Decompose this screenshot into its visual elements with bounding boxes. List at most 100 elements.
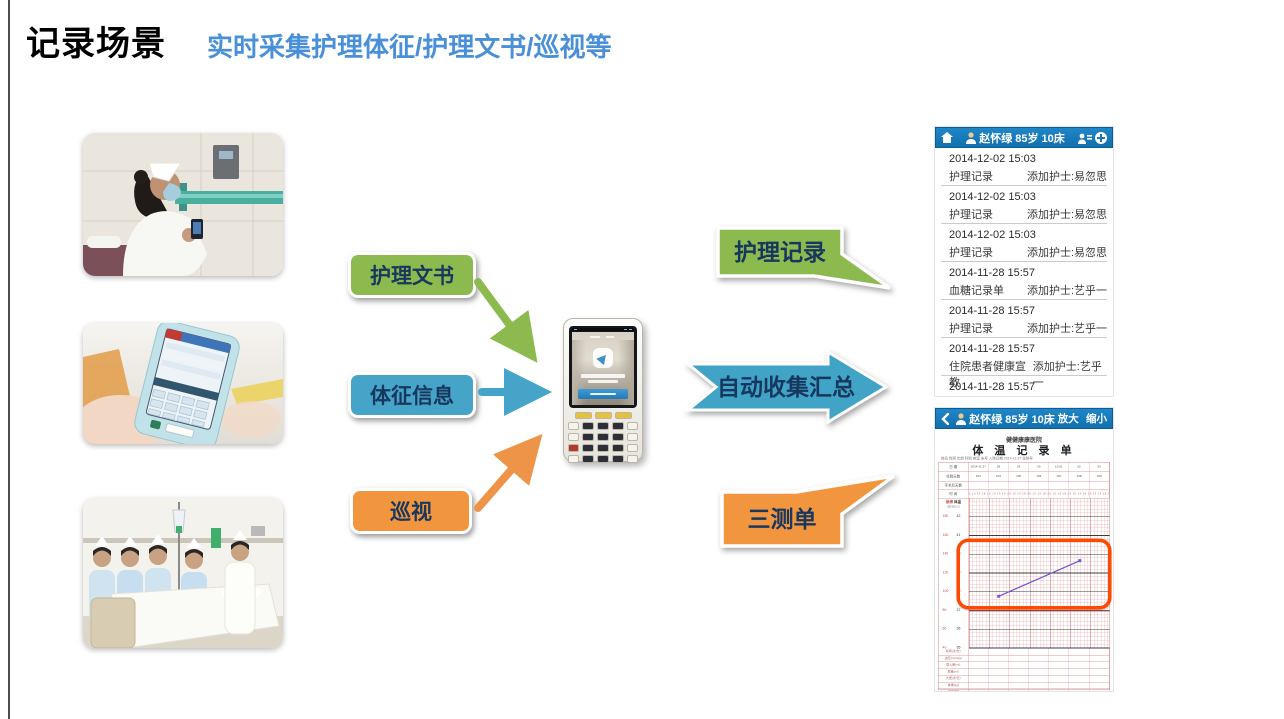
- tchart-cell: [969, 655, 989, 662]
- pda-key[interactable]: [614, 412, 632, 419]
- tchart-row: 手术后天数: [938, 481, 1110, 490]
- pda-key[interactable]: [612, 421, 625, 430]
- pda-key[interactable]: [568, 421, 579, 430]
- axis-titles: 脉搏 体温: [946, 500, 961, 505]
- pda-key[interactable]: [568, 454, 579, 463]
- tchart-row-label: 大便(次/日): [939, 675, 969, 682]
- normal-temp-line: [969, 610, 1110, 612]
- label-vital-signs: 体征信息: [348, 372, 476, 418]
- pda-key[interactable]: [581, 443, 594, 452]
- collect-arrow: 自动收集汇总: [683, 349, 889, 425]
- record-nurse: 添加护士:艺乎一: [1027, 323, 1108, 335]
- tchart-cell: [989, 675, 1009, 682]
- tchart-row: 尿量(ml): [938, 668, 1110, 676]
- pda-key[interactable]: [612, 454, 625, 463]
- pda-key[interactable]: [627, 421, 638, 430]
- tchart-cell: [1049, 668, 1070, 675]
- record-type: 护理记录: [949, 247, 993, 259]
- page-subtitle: 实时采集护理体征/护理文书/巡视等: [207, 32, 612, 62]
- tchart-row-label: 摄入量(ml): [939, 662, 969, 669]
- pda-key[interactable]: [574, 412, 592, 419]
- pda-key[interactable]: [581, 454, 594, 463]
- tchart-cell: [969, 481, 989, 490]
- pda-key[interactable]: [596, 443, 610, 452]
- tchart-row-label: 日 期: [939, 462, 969, 472]
- pda-key[interactable]: [594, 412, 612, 419]
- pda-key[interactable]: [596, 432, 610, 441]
- tchart-cell: [1089, 682, 1110, 689]
- add-icon[interactable]: [1095, 131, 1107, 144]
- pulse-tick: 180: [942, 514, 949, 519]
- record-type: 护理记录: [949, 209, 993, 221]
- tchart-cell: [1049, 648, 1070, 655]
- tchart-cell: [1069, 668, 1090, 675]
- pda-screen: [569, 326, 637, 408]
- tchart-bottom-rows: 呼吸(次/分)血压(mmHg)摄入量(ml)尿量(ml)大便(次/日)体重(kg…: [938, 648, 1110, 691]
- photo-nurses-ward: [83, 498, 283, 648]
- tchart-row-label: 呼吸(次/分): [939, 648, 969, 655]
- photo-nurses-ward-art: [83, 498, 283, 648]
- record-type: 护理记录: [949, 323, 993, 335]
- zoom-in-button[interactable]: 放大: [1057, 413, 1079, 425]
- pda-key[interactable]: [568, 432, 579, 441]
- record-nurse: 添加护士:易忽思: [1027, 247, 1108, 259]
- pda-key[interactable]: [581, 421, 594, 430]
- pda-key[interactable]: [581, 432, 594, 441]
- home-icon[interactable]: [941, 132, 953, 143]
- tchart-cell: 02: [1069, 462, 1090, 472]
- pda-key[interactable]: [612, 443, 625, 452]
- record-time: 2014-11-28 15:57: [949, 305, 1036, 317]
- tchart-cell: [1029, 481, 1050, 490]
- record-divider: [941, 185, 1107, 186]
- tchart-cell: [1049, 682, 1070, 689]
- pda-key[interactable]: [627, 443, 638, 452]
- tchart-cell: [1069, 662, 1090, 669]
- pda-login-button[interactable]: [578, 389, 628, 399]
- tchart-cell: [1069, 655, 1090, 662]
- pda-key[interactable]: [568, 443, 579, 452]
- tchart-row-label: 住院天数: [939, 472, 969, 481]
- tchart-cell: 03: [1089, 462, 1110, 472]
- pda-key[interactable]: [596, 454, 610, 463]
- back-icon[interactable]: [941, 412, 949, 425]
- record-nurse: 添加护士:艺乎一: [1027, 285, 1108, 297]
- tchart-cell: [1069, 648, 1090, 655]
- tchart-row: 体重(kg): [938, 682, 1110, 689]
- tchart-row-label: 尿量(ml): [939, 668, 969, 675]
- zoom-out-button[interactable]: 缩小: [1086, 413, 1107, 425]
- record-row[interactable]: 2014-11-28 15:57 护理记录 添加护士:艺乎一: [935, 300, 1113, 336]
- pda-key[interactable]: [627, 432, 638, 441]
- contacts-icon[interactable]: [1078, 132, 1092, 144]
- photo-handheld-terminal-art: [83, 323, 283, 444]
- record-time: 2014-11-28 15:57: [949, 381, 1036, 393]
- sheet-header: 赵怀绿 85岁 10床 放大 缩小: [935, 408, 1113, 429]
- pulse-tick: 120: [942, 570, 949, 575]
- pda-key[interactable]: [627, 454, 638, 463]
- tchart-row-label: 体重(kg): [939, 682, 969, 689]
- pda-keypad[interactable]: [568, 412, 638, 463]
- tchart-cell: [969, 648, 989, 655]
- tchart-cell: [989, 662, 1009, 669]
- phone-temperature-sheet-screenshot: 赵怀绿 85岁 10床 放大 缩小 健健康康医院 体 温 记 录 单 姓名 性别…: [935, 408, 1113, 691]
- pda-key[interactable]: [596, 421, 610, 430]
- tchart-cell: [969, 668, 989, 675]
- tchart-cell: [1029, 655, 1050, 662]
- record-divider: [941, 375, 1107, 376]
- tchart-cell: [1049, 655, 1070, 662]
- tchart-cell: 105: [1009, 472, 1029, 481]
- record-row[interactable]: 2014-11-28 15:57: [935, 376, 1113, 396]
- pda-key[interactable]: [612, 432, 625, 441]
- pda-app-logo: [593, 348, 613, 368]
- tchart-plot-area: [969, 498, 1110, 649]
- tchart-cell: 2 6 10 14 18 22: [1069, 490, 1090, 498]
